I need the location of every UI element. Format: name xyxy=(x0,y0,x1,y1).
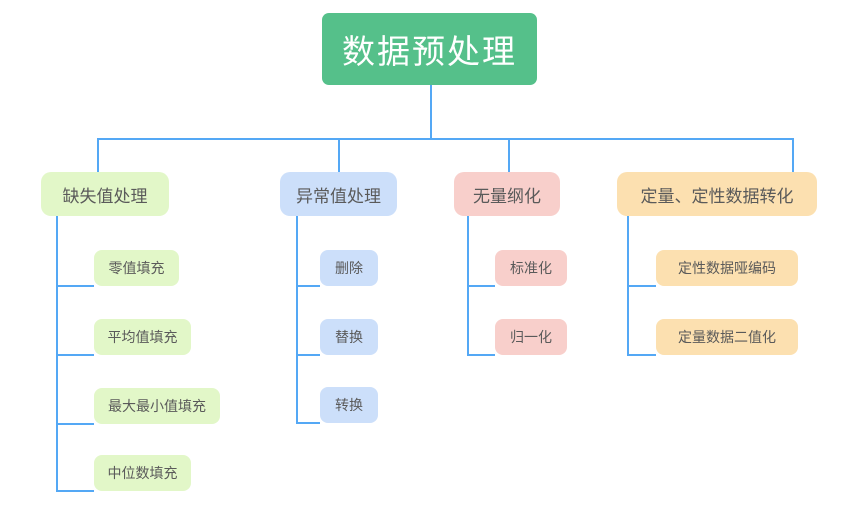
leaf-node-label: 定性数据哑编码 xyxy=(678,260,776,276)
root-node-label: 数据预处理 xyxy=(342,33,517,70)
leaf-node-label: 标准化 xyxy=(510,260,552,276)
connector-stub-1-1 xyxy=(56,285,94,287)
connector-bus-to-branch-1 xyxy=(97,138,99,172)
leaf-node-binarization[interactable]: 定量数据二值化 xyxy=(656,319,798,355)
leaf-node-delete[interactable]: 删除 xyxy=(320,250,378,286)
leaf-node-normalization[interactable]: 归一化 xyxy=(495,319,567,355)
branch-node-missing-values[interactable]: 缺失值处理 xyxy=(41,172,169,216)
connector-stub-3-1 xyxy=(467,285,495,287)
branch-node-dimensionless[interactable]: 无量纲化 xyxy=(454,172,560,216)
connector-stub-4-1 xyxy=(627,285,656,287)
connector-stub-1-3 xyxy=(56,423,94,425)
connector-stub-2-1 xyxy=(296,285,320,287)
connector-bus-to-branch-2 xyxy=(338,138,340,172)
branch-node-label: 异常值处理 xyxy=(296,186,381,206)
connector-bus-to-branch-4 xyxy=(792,138,794,172)
leaf-node-label: 平均值填充 xyxy=(107,329,178,345)
leaf-node-dummy-encoding[interactable]: 定性数据哑编码 xyxy=(656,250,798,286)
connector-stub-4-2 xyxy=(627,354,656,356)
connector-root-down xyxy=(430,85,432,138)
leaf-node-standardization[interactable]: 标准化 xyxy=(495,250,567,286)
leaf-node-mean-fill[interactable]: 平均值填充 xyxy=(94,319,191,355)
connector-stub-1-4 xyxy=(56,490,94,492)
branch-node-data-conversion[interactable]: 定量、定性数据转化 xyxy=(617,172,817,216)
connector-bus-to-branch-3 xyxy=(508,138,510,172)
connector-stub-2-3 xyxy=(296,422,320,424)
leaf-node-label: 转换 xyxy=(335,397,363,413)
branch-node-outliers[interactable]: 异常值处理 xyxy=(280,172,397,216)
leaf-node-label: 删除 xyxy=(335,260,363,276)
connector-bus-horizontal xyxy=(97,138,794,140)
leaf-node-minmax-fill[interactable]: 最大最小值填充 xyxy=(94,388,220,424)
leaf-node-label: 定量数据二值化 xyxy=(678,329,776,345)
leaf-node-label: 归一化 xyxy=(510,329,552,345)
leaf-node-label: 替换 xyxy=(335,329,363,345)
leaf-node-replace[interactable]: 替换 xyxy=(320,319,378,355)
connector-stub-3-2 xyxy=(467,354,495,356)
branch-node-label: 缺失值处理 xyxy=(62,186,148,206)
leaf-node-label: 最大最小值填充 xyxy=(108,398,206,414)
leaf-node-label: 中位数填充 xyxy=(107,465,178,481)
leaf-node-label: 零值填充 xyxy=(108,260,165,276)
leaf-node-zero-fill[interactable]: 零值填充 xyxy=(94,250,179,286)
branch-node-label: 定量、定性数据转化 xyxy=(640,186,794,206)
leaf-node-transform[interactable]: 转换 xyxy=(320,387,378,423)
connector-spine-branch-2 xyxy=(296,216,298,423)
connector-stub-1-2 xyxy=(56,354,94,356)
branch-node-label: 无量纲化 xyxy=(473,186,541,206)
root-node[interactable]: 数据预处理 xyxy=(322,13,537,85)
connector-stub-2-2 xyxy=(296,354,320,356)
leaf-node-median-fill[interactable]: 中位数填充 xyxy=(94,455,191,491)
connector-spine-branch-1 xyxy=(56,216,58,491)
